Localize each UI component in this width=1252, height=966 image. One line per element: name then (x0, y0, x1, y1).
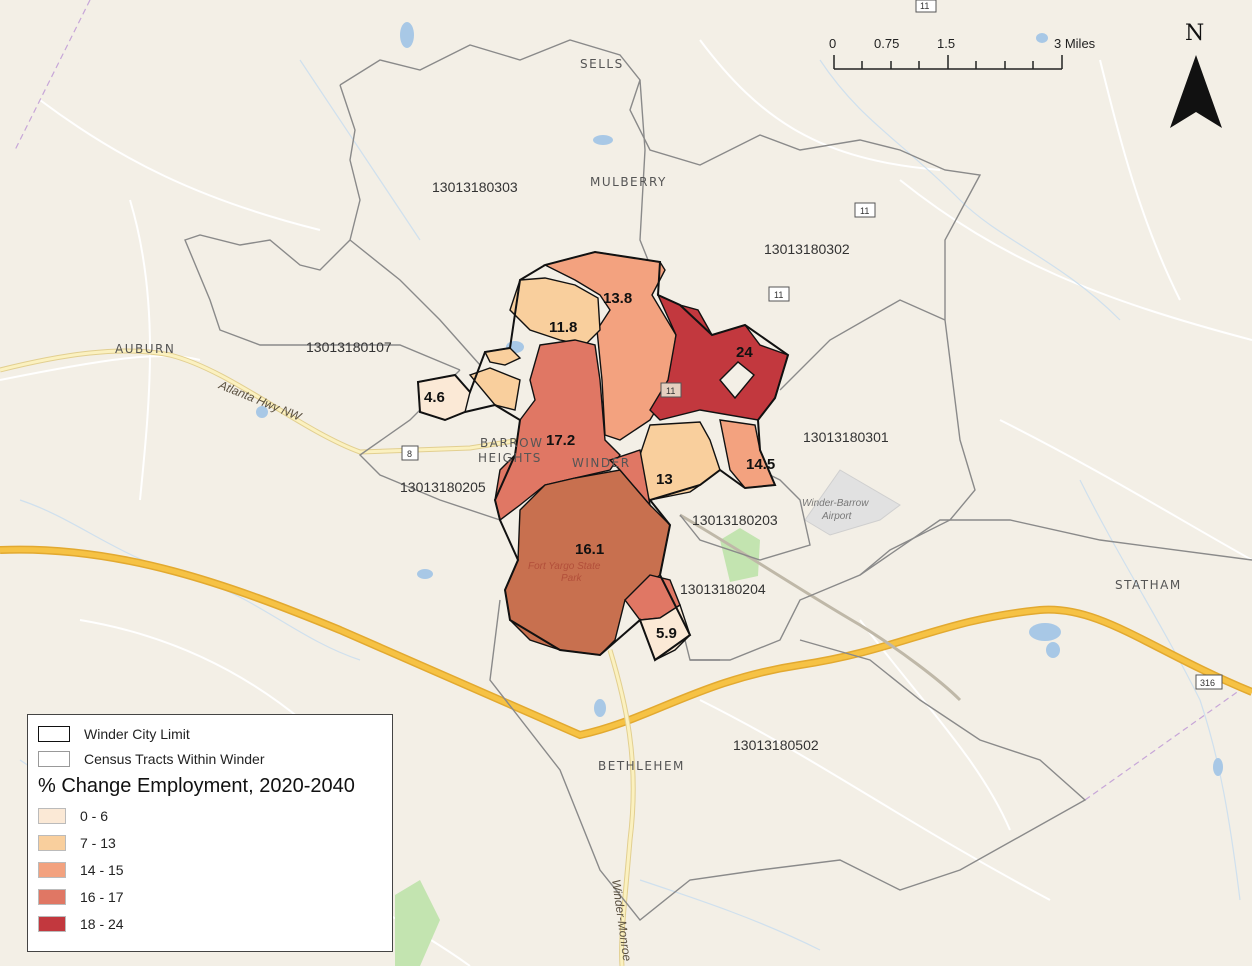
airport-label-line2: Airport (821, 511, 853, 522)
place-label-barrow: BARROW (480, 436, 543, 450)
park-label-line1: Fort Yargo State (528, 561, 601, 572)
place-label-statham: STATHAM (1115, 578, 1182, 592)
svg-text:316: 316 (1200, 678, 1215, 688)
svg-text:8: 8 (407, 449, 412, 459)
zone-value-11-8: 11.8 (549, 319, 577, 336)
zone-value-13: 13 (656, 471, 673, 488)
legend-census-tracts: Census Tracts Within Winder (38, 746, 382, 771)
winder-city-limit (416, 250, 790, 662)
scale-bar: 0 0.75 1.5 3 Miles (829, 36, 1096, 70)
legend-class-3: 16 - 17 (38, 883, 382, 910)
svg-text:11: 11 (860, 206, 869, 216)
green-areas (395, 528, 760, 966)
legend-class-1-label: 7 - 13 (80, 834, 116, 851)
legend: Winder City Limit Census Tracts Within W… (27, 714, 393, 952)
zone-24-hole (719, 361, 755, 400)
census-tract-outlines (184, 39, 1252, 921)
shield-11-b: 11 (768, 286, 790, 302)
legend-city-limit: Winder City Limit (38, 721, 382, 746)
tract-label-502: 13013180502 (733, 737, 819, 753)
legend-class-1-swatch (38, 834, 66, 851)
zone-11-8 (509, 277, 601, 346)
shield-11-a: 11 (854, 202, 876, 218)
county-boundary (14, 0, 91, 151)
place-label-bethlehem: BETHLEHEM (598, 759, 685, 773)
zone-16-17-east (608, 449, 652, 508)
legend-class-4: 18 - 24 (38, 910, 382, 937)
legend-city-limit-label: Winder City Limit (84, 725, 190, 742)
svg-text:11: 11 (774, 290, 783, 300)
shield-8: 8 (401, 445, 419, 461)
zone-value-14-5: 14.5 (746, 456, 775, 473)
legend-city-limit-swatch (38, 725, 70, 742)
legend-class-0-swatch (38, 807, 66, 824)
zone-17-2 (494, 339, 621, 522)
legend-class-0: 0 - 6 (38, 802, 382, 829)
tract-label-204: 13013180204 (680, 581, 766, 597)
svg-text:11: 11 (920, 1, 929, 11)
place-label-auburn: AUBURN (115, 342, 175, 356)
tract-label-302: 13013180302 (764, 241, 850, 257)
county-boundary-east (1084, 689, 1241, 801)
zone-value-17-2: 17.2 (546, 432, 575, 449)
park-label-line2: Park (561, 573, 583, 584)
legend-class-0-label: 0 - 6 (80, 807, 109, 824)
scale-label-15: 1.5 (937, 36, 955, 51)
legend-class-2-label: 14 - 15 (80, 861, 124, 878)
zone-13-8 (543, 251, 677, 441)
place-label-winder: WINDER (572, 456, 631, 470)
tract-label-205: 13013180205 (400, 479, 486, 495)
legend-class-3-swatch (38, 888, 66, 905)
zone-value-13-8: 13.8 (603, 290, 632, 307)
highways (0, 348, 1252, 966)
tract-label-303: 13013180303 (432, 179, 518, 195)
legend-class-4-label: 18 - 24 (80, 915, 124, 932)
place-label-sells: SELLS (580, 57, 624, 71)
legend-class-4-swatch (38, 915, 66, 932)
shield-11-c: 11 (660, 382, 682, 398)
legend-title: % Change Employment, 2020-2040 (38, 775, 355, 797)
scale-label-3: 3 Miles (1054, 36, 1096, 51)
scale-label-075: 0.75 (874, 36, 899, 51)
legend-class-2: 14 - 15 (38, 856, 382, 883)
place-label-mulberry: MULBERRY (590, 175, 667, 189)
airport-label-line1: Winder-Barrow (802, 498, 869, 509)
north-arrow-icon: N (1170, 21, 1222, 128)
north-label: N (1185, 21, 1204, 46)
legend-class-2-swatch (38, 861, 66, 878)
svg-text:11: 11 (666, 386, 675, 396)
tract-label-301: 13013180301 (803, 429, 889, 445)
legend-census-tracts-label: Census Tracts Within Winder (84, 750, 265, 767)
zone-value-5-9: 5.9 (656, 625, 677, 642)
legend-class-1: 7 - 13 (38, 829, 382, 856)
place-label-heights: HEIGHTS (478, 451, 542, 465)
legend-class-3-label: 16 - 17 (80, 888, 124, 905)
zone-value-4-6: 4.6 (424, 389, 445, 406)
zone-value-16-1: 16.1 (575, 541, 604, 558)
shield-11-top: 11 (915, 0, 937, 13)
scale-label-0: 0 (829, 36, 836, 51)
zone-value-24: 24 (736, 344, 753, 361)
tract-label-203: 13013180203 (692, 512, 778, 528)
tract-label-107: 13013180107 (306, 339, 392, 355)
legend-census-tracts-swatch (38, 750, 70, 767)
road-shields: 11 11 11 11 8 316 (401, 0, 1223, 690)
airport-area (804, 469, 901, 536)
shield-316: 316 (1195, 674, 1223, 690)
